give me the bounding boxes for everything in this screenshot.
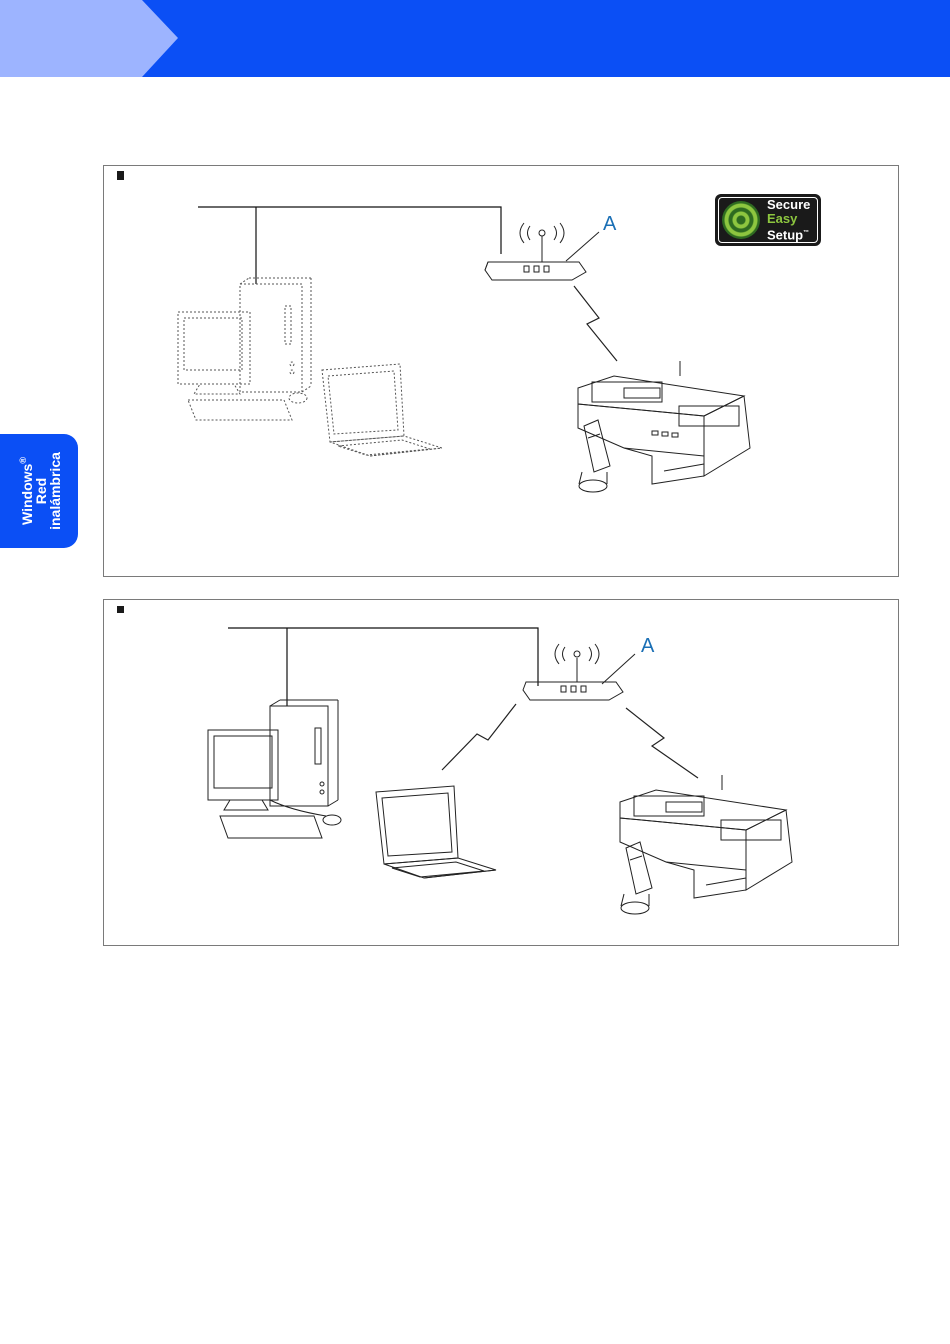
- side-tab-label: Windows® Red inalámbrica: [16, 452, 62, 530]
- printer-fax-icon: [578, 361, 750, 484]
- cordless-handset-icon: [621, 842, 652, 914]
- side-tab-line-inalambrica: inalámbrica: [48, 452, 62, 530]
- logo-text-setup: Setup: [767, 227, 803, 242]
- lock-icon: [722, 201, 760, 239]
- side-tab: Windows® Red inalámbrica: [0, 434, 78, 548]
- laptop-dotted-icon: [322, 364, 442, 456]
- logo-text-secure: Secure: [767, 198, 810, 212]
- diagram-panel-infrastructure: A Secure Easy Setup™: [103, 165, 899, 577]
- trademark-mark: ™: [803, 230, 809, 236]
- access-point-icon: [523, 644, 635, 700]
- header-tab-shape: [0, 0, 180, 77]
- access-point-icon: [485, 223, 599, 280]
- side-tab-line-red: Red: [34, 452, 48, 530]
- diagram-panel-wireless: A: [103, 599, 899, 946]
- access-point-callout-a: A: [641, 636, 654, 656]
- secure-easy-setup-logo: Secure Easy Setup™: [715, 194, 821, 246]
- access-point-callout-a: A: [603, 214, 616, 234]
- desktop-computer-dotted-icon: [178, 278, 311, 420]
- desktop-computer-icon: [208, 700, 341, 838]
- diagram-illustration-2: [104, 600, 898, 945]
- logo-text-easy: Easy: [767, 212, 810, 226]
- laptop-icon: [376, 786, 496, 878]
- printer-fax-icon: [620, 775, 792, 898]
- registered-mark: ®: [18, 457, 28, 464]
